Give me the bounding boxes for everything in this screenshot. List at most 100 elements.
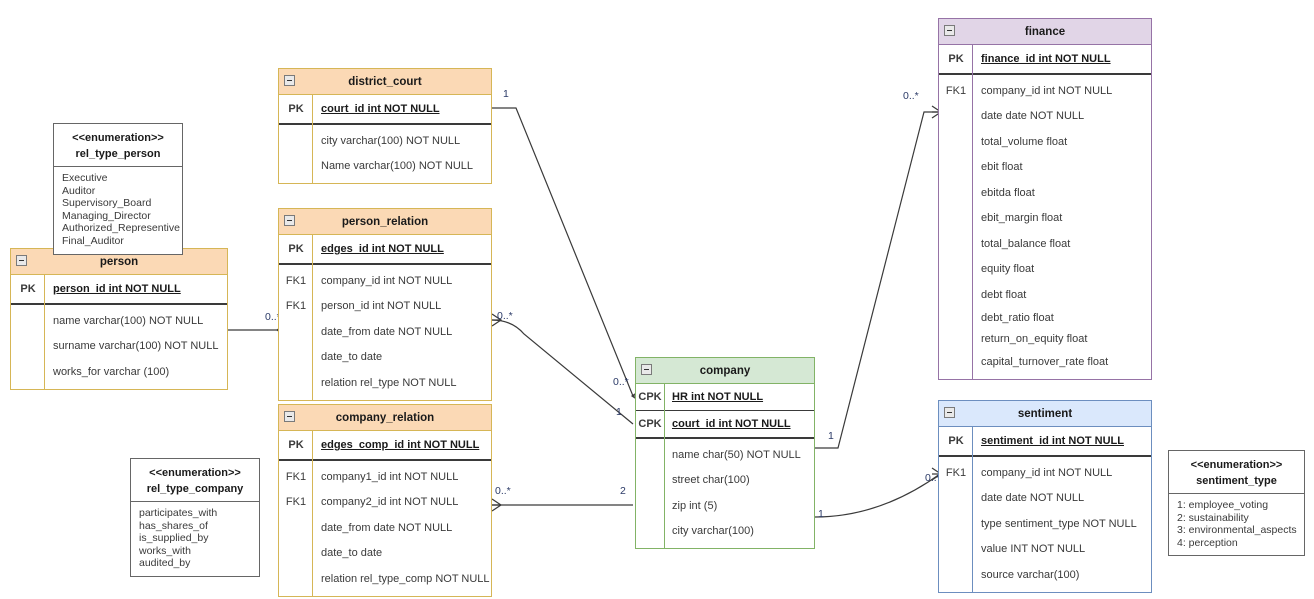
enum-item: Managing_Director: [62, 209, 151, 222]
column-name: ebit_margin float: [981, 212, 1063, 225]
divider: [636, 437, 814, 439]
key-marker: CPK: [638, 418, 662, 430]
table-row: CPK court_id int NOT NULL: [636, 411, 814, 437]
link-company-finance: [815, 111, 940, 449]
entity-header-company-relation: company_relation: [279, 405, 491, 431]
key-marker: PK: [288, 439, 304, 451]
column-name: ebitda float: [981, 186, 1035, 199]
enum-item: 4: perception: [1177, 536, 1238, 549]
entity-person[interactable]: person PK person_id int NOT NULL name va…: [10, 248, 228, 390]
column-name: surname varchar(100) NOT NULL: [53, 340, 219, 353]
column-name: finance_id int NOT NULL: [981, 53, 1111, 65]
table-row: capital_turnover_rate float: [939, 350, 1151, 376]
enum-stereotype: <<enumeration>>: [72, 132, 164, 144]
entity-header-person-relation: person_relation: [279, 209, 491, 235]
table-row: PK edges_comp_id int NOT NULL: [279, 431, 491, 459]
enum-item: works_with: [139, 544, 191, 557]
column-name: equity float: [981, 263, 1035, 276]
enum-item: Executive: [62, 172, 108, 184]
table-row: Name varchar(100) NOT NULL: [279, 154, 491, 180]
enum-name: rel_type_person: [75, 148, 161, 160]
key-marker: FK1: [285, 496, 307, 509]
cardinality-company-from-court: 0..*: [613, 376, 629, 388]
column-name: date_to date: [321, 547, 383, 560]
cardinality-person-relation-to-company: 0..*: [497, 310, 513, 322]
enum-item: 1: employee_voting: [1177, 499, 1269, 511]
table-row: city varchar(100): [636, 519, 814, 545]
enumeration-rel-type-person[interactable]: <<enumeration>> rel_type_person Executiv…: [53, 123, 183, 255]
key-marker: PK: [288, 103, 304, 115]
entity-title: person_relation: [341, 215, 429, 228]
column-name: HR int NOT NULL: [672, 391, 764, 403]
column-name: relation rel_type NOT NULL: [321, 376, 457, 389]
table-row: CPK HR int NOT NULL: [636, 384, 814, 410]
column-name: capital_turnover_rate float: [981, 356, 1109, 369]
cardinality-district-court-1: 1: [503, 88, 509, 100]
table-row: total_balance float: [939, 231, 1151, 257]
column-name: type sentiment_type NOT NULL: [981, 517, 1137, 530]
column-name: person_id int NOT NULL: [53, 283, 181, 295]
entity-header-sentiment: sentiment: [939, 401, 1151, 427]
collapse-icon[interactable]: [944, 25, 955, 36]
divider: [279, 459, 491, 461]
column-name: city varchar(100): [672, 525, 754, 538]
cardinality-company-to-sentiment: 1: [818, 508, 824, 520]
collapse-icon[interactable]: [16, 255, 27, 266]
table-row: equity float: [939, 257, 1151, 283]
entity-sentiment[interactable]: sentiment PK sentiment_id int NOT NULL F…: [938, 400, 1152, 593]
collapse-icon[interactable]: [284, 215, 295, 226]
enum-stereotype: <<enumeration>>: [1190, 459, 1283, 471]
column-name: edges_id int NOT NULL: [321, 243, 444, 255]
cardinality-company-relation-many: 0..*: [495, 485, 511, 497]
table-row: debt float: [939, 282, 1151, 308]
column-name: company_id int NOT NULL: [321, 274, 453, 287]
divider: [939, 455, 1151, 457]
column-name: debt float: [981, 288, 1027, 301]
entity-title: company_relation: [335, 411, 435, 424]
cardinality-person-relation-many: 0..*: [265, 311, 281, 323]
column-name: return_on_equity float: [981, 333, 1088, 345]
table-row: FK1 person_id int NOT NULL: [279, 294, 491, 320]
table-row: PK sentiment_id int NOT NULL: [939, 427, 1151, 455]
column-name: company_id int NOT NULL: [981, 84, 1113, 97]
enumeration-sentiment-type[interactable]: <<enumeration>> sentiment_type 1: employ…: [1168, 450, 1305, 557]
table-row: name char(50) NOT NULL: [636, 442, 814, 468]
table-row: PK edges_id int NOT NULL: [279, 235, 491, 263]
table-row: street char(100): [636, 468, 814, 494]
collapse-icon[interactable]: [944, 407, 955, 418]
enum-item: is_supplied_by: [139, 532, 209, 545]
column-name: relation rel_type_comp NOT NULL: [321, 572, 490, 585]
divider: [279, 263, 491, 265]
cardinality-finance-many: 0..*: [903, 90, 919, 102]
entity-title: sentiment: [1017, 407, 1073, 420]
entity-company[interactable]: company CPK HR int NOT NULL CPK court_id…: [635, 357, 815, 549]
column-name: street char(100): [672, 474, 750, 487]
enum-name: sentiment_type: [1196, 475, 1277, 487]
entity-person-relation[interactable]: person_relation PK edges_id int NOT NULL…: [278, 208, 492, 401]
enum-stereotype: <<enumeration>>: [149, 467, 241, 479]
column-name: debt_ratio float: [981, 312, 1054, 324]
key-marker: CPK: [638, 391, 662, 403]
table-row: PK court_id int NOT NULL: [279, 95, 491, 123]
enumeration-rel-type-company[interactable]: <<enumeration>> rel_type_company partici…: [130, 458, 260, 577]
entity-company-relation[interactable]: company_relation PK edges_comp_id int NO…: [278, 404, 492, 597]
link-company-sentiment: [814, 473, 941, 518]
table-row: PK finance_id int NOT NULL: [939, 45, 1151, 73]
collapse-icon[interactable]: [284, 75, 295, 86]
collapse-icon[interactable]: [284, 411, 295, 422]
cardinality-company-from-person-relation: 1: [616, 406, 622, 418]
entity-district-court[interactable]: district_court PK court_id int NOT NULL …: [278, 68, 492, 184]
table-row: value INT NOT NULL: [939, 537, 1151, 563]
column-name: company1_id int NOT NULL: [321, 470, 459, 483]
divider: [11, 303, 227, 305]
divider: [279, 123, 491, 125]
table-row: PK person_id int NOT NULL: [11, 275, 227, 303]
cardinality-company-to-finance: 1: [828, 430, 834, 442]
column-name: source varchar(100): [981, 568, 1080, 581]
collapse-icon[interactable]: [641, 364, 652, 375]
key-marker: PK: [288, 243, 304, 255]
